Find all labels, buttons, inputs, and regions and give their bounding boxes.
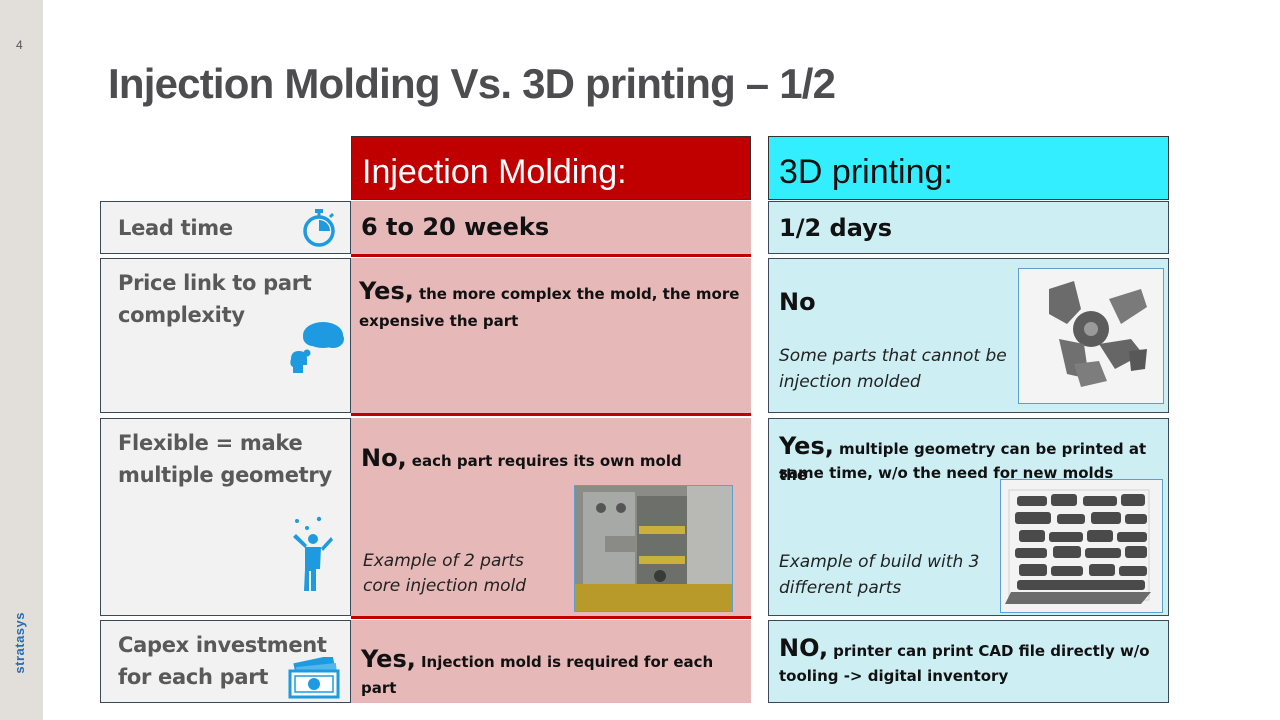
row-label-lead-time: Lead time: [100, 201, 351, 254]
cell-im-capex: Yes, Injection mold is required for each…: [351, 620, 751, 703]
cell-im-lead-time: 6 to 20 weeks: [351, 201, 751, 254]
row-label-price-complexity: Price link to part complexity: [100, 258, 351, 413]
stopwatch-icon: [300, 208, 338, 248]
cell-im-flexible-geometry: No, each part requires its own mold Exam…: [351, 418, 751, 616]
slide-sidebar: [0, 0, 43, 720]
cell-im-price-complexity: Yes, the more complex the mold, the more…: [351, 258, 751, 413]
complex-part-image: [1018, 268, 1164, 404]
money-icon: [287, 657, 341, 699]
divider: [351, 413, 751, 416]
cell-3d-lead-time: 1/2 days: [768, 201, 1169, 254]
build-parts-image: [1000, 479, 1163, 613]
divider: [351, 254, 751, 257]
brand-logo: stratasys: [12, 612, 27, 674]
divider: [351, 616, 751, 619]
column-header-injection-molding: Injection Molding:: [351, 136, 751, 200]
juggler-icon: [287, 515, 335, 595]
row-label-capex: Capex investment for each part: [100, 620, 351, 703]
column-header-3d-printing: 3D printing:: [768, 136, 1169, 200]
page-number: 4: [16, 38, 23, 52]
cell-3d-price-complexity: No Some parts that cannot be injection m…: [768, 258, 1169, 413]
row-label-flexible-geometry: Flexible = make multiple geometry: [100, 418, 351, 616]
thought-cloud-icon: [285, 317, 347, 379]
injection-mold-image: [574, 485, 733, 612]
cell-3d-flexible-geometry: Yes, multiple geometry can be printed at…: [768, 418, 1169, 616]
cell-3d-capex: NO, printer can print CAD file directly …: [768, 620, 1169, 703]
slide-title: Injection Molding Vs. 3D printing – 1/2: [108, 60, 836, 107]
